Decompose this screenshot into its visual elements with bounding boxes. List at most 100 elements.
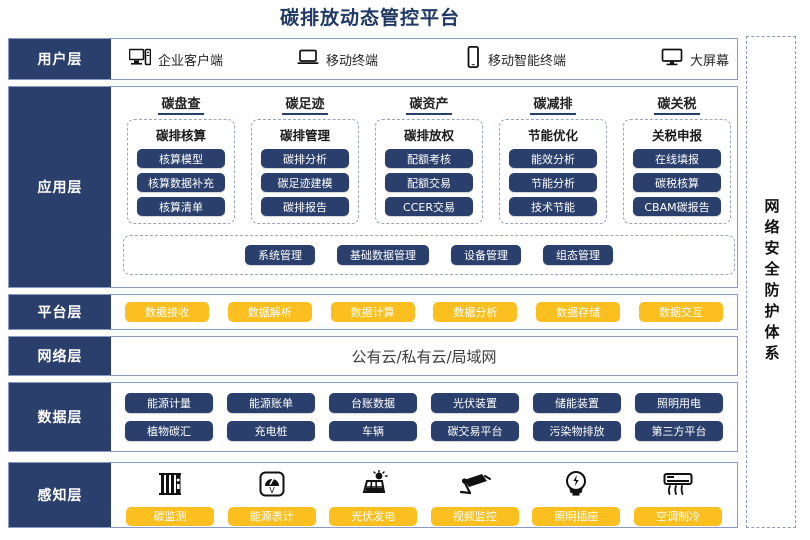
app-item-pill[interactable]: CBAM碳报告 bbox=[633, 197, 721, 216]
data-pill[interactable]: 能源计量 bbox=[125, 393, 213, 413]
app-group-box: 碳排核算 核算模型 核算数据补充 核算清单 bbox=[127, 119, 235, 224]
carbon-monitor-icon bbox=[155, 465, 185, 503]
layer-user-label: 用户层 bbox=[9, 39, 111, 79]
network-security-panel: 网络安全防护体系 bbox=[746, 36, 796, 528]
app-item-pill[interactable]: 技术节能 bbox=[509, 197, 597, 216]
app-group-subtitle: 关税申报 bbox=[651, 128, 702, 143]
app-item-pill[interactable]: 碳足迹建模 bbox=[261, 173, 349, 192]
app-group-title: 碳盘查 bbox=[158, 93, 204, 115]
platform-pill[interactable]: 数据存储 bbox=[536, 302, 621, 322]
network-text: 公有云/私有云/局域网 bbox=[351, 347, 497, 366]
user-item-mobile-terminal[interactable]: 移动终端 bbox=[297, 48, 465, 70]
platform-pill[interactable]: 数据计算 bbox=[330, 302, 415, 322]
data-pill[interactable]: 充电桩 bbox=[227, 421, 315, 441]
sense-label-pill[interactable]: 碳监测 bbox=[126, 506, 214, 526]
data-pill[interactable]: 储能装置 bbox=[533, 393, 621, 413]
sense-item-air-conditioning[interactable]: 空调制冷 bbox=[633, 465, 723, 526]
page-title: 碳排放动态管控平台 bbox=[279, 7, 460, 29]
platform-pill[interactable]: 数据接收 bbox=[125, 302, 209, 322]
app-group-box: 节能优化 能效分析 节能分析 技术节能 bbox=[499, 119, 607, 224]
desktop-tower-icon bbox=[128, 48, 152, 70]
app-item-pill[interactable]: 在线填报 bbox=[633, 149, 721, 168]
layer-application-body: 碳盘查 碳排核算 核算模型 核算数据补充 核算清单 碳足迹 碳排管理 碳排分析 … bbox=[111, 87, 737, 287]
network-security-label: 网络安全防护体系 bbox=[762, 198, 781, 366]
application-groups: 碳盘查 碳排核算 核算模型 核算数据补充 核算清单 碳足迹 碳排管理 碳排分析 … bbox=[119, 93, 739, 224]
layer-application: 应用层 碳盘查 碳排核算 核算模型 核算数据补充 核算清单 碳足迹 碳排管理 bbox=[8, 86, 738, 288]
layer-platform-label: 平台层 bbox=[9, 295, 111, 329]
management-pill[interactable]: 设备管理 bbox=[451, 245, 521, 265]
data-pill[interactable]: 污染物排放 bbox=[533, 421, 621, 441]
layer-application-label: 应用层 bbox=[9, 87, 111, 287]
app-group-carbon-footprint: 碳足迹 碳排管理 碳排分析 碳足迹建模 碳排报告 bbox=[243, 93, 367, 224]
air-conditioner-icon bbox=[661, 465, 695, 503]
app-group-box: 碳排管理 碳排分析 碳足迹建模 碳排报告 bbox=[251, 119, 359, 224]
layer-user-body: 企业客户端 移动终端 bbox=[111, 39, 801, 79]
platform-pill[interactable]: 数据分析 bbox=[433, 302, 518, 322]
app-item-pill[interactable]: 碳税核算 bbox=[633, 173, 721, 192]
user-item-enterprise-client[interactable]: 企业客户端 bbox=[128, 48, 297, 70]
app-item-pill[interactable]: CCER交易 bbox=[385, 197, 473, 216]
app-item-pill[interactable]: 碳排报告 bbox=[261, 197, 349, 216]
app-group-subtitle: 节能优化 bbox=[527, 128, 578, 143]
solar-panel-icon bbox=[357, 465, 389, 503]
sense-label-pill[interactable]: 能源表计 bbox=[227, 506, 316, 526]
sense-item-lighting-socket[interactable]: 照明插座 bbox=[531, 465, 621, 526]
layer-data: 数据层 能源计量 能源账单 台账数据 光伏装置 储能装置 照明用电 植物碳汇 充… bbox=[8, 382, 738, 452]
data-row: 能源计量 能源账单 台账数据 光伏装置 储能装置 照明用电 bbox=[125, 393, 723, 413]
sense-label-pill[interactable]: 光伏发电 bbox=[329, 506, 418, 526]
app-group-carbon-inventory: 碳盘查 碳排核算 核算模型 核算数据补充 核算清单 bbox=[119, 93, 243, 224]
platform-pill[interactable]: 数据解析 bbox=[227, 302, 312, 322]
layer-network-label: 网络层 bbox=[9, 337, 111, 375]
management-pill[interactable]: 基础数据管理 bbox=[337, 245, 429, 265]
smartphone-icon bbox=[465, 45, 481, 72]
sense-label-pill[interactable]: 照明插座 bbox=[532, 506, 621, 526]
sense-item-carbon-monitor[interactable]: 碳监测 bbox=[125, 465, 215, 526]
sense-item-energy-meter[interactable]: V 能源表计 bbox=[227, 465, 317, 526]
data-pill[interactable]: 照明用电 bbox=[635, 393, 723, 413]
app-group-subtitle: 碳排核算 bbox=[155, 128, 206, 143]
app-item-pill[interactable]: 能效分析 bbox=[509, 149, 597, 168]
platform-pill[interactable]: 数据交互 bbox=[638, 302, 723, 322]
user-item-smart-mobile-terminal[interactable]: 移动智能终端 bbox=[465, 45, 661, 72]
app-group-title: 碳资产 bbox=[406, 93, 452, 115]
svg-text:V: V bbox=[269, 486, 275, 495]
data-pill[interactable]: 植物碳汇 bbox=[125, 421, 213, 441]
user-item-big-screen[interactable]: 大屏幕 bbox=[661, 48, 801, 70]
user-item-label: 大屏幕 bbox=[690, 53, 730, 69]
app-group-carbon-tariff: 碳关税 关税申报 在线填报 碳税核算 CBAM碳报告 bbox=[615, 93, 739, 224]
data-pill[interactable]: 能源账单 bbox=[227, 393, 315, 413]
sense-item-solar-power[interactable]: 光伏发电 bbox=[328, 465, 418, 526]
management-pill[interactable]: 组态管理 bbox=[543, 245, 613, 265]
app-item-pill[interactable]: 节能分析 bbox=[509, 173, 597, 192]
app-item-pill[interactable]: 配额交易 bbox=[385, 173, 473, 192]
layer-sense: 感知层 bbox=[8, 462, 738, 528]
app-item-pill[interactable]: 核算清单 bbox=[137, 197, 225, 216]
app-group-carbon-reduction: 碳减排 节能优化 能效分析 节能分析 技术节能 bbox=[491, 93, 615, 224]
data-pill[interactable]: 碳交易平台 bbox=[431, 421, 519, 441]
layer-sense-label: 感知层 bbox=[9, 463, 111, 527]
data-pill[interactable]: 第三方平台 bbox=[635, 421, 723, 441]
app-item-pill[interactable]: 核算数据补充 bbox=[137, 173, 225, 192]
data-pill[interactable]: 光伏装置 bbox=[431, 393, 519, 413]
application-management-box: 系统管理 基础数据管理 设备管理 组态管理 bbox=[123, 235, 735, 275]
user-item-label: 企业客户端 bbox=[158, 53, 224, 69]
app-item-pill[interactable]: 配额考核 bbox=[385, 149, 473, 168]
app-item-pill[interactable]: 核算模型 bbox=[137, 149, 225, 168]
layer-platform: 平台层 数据接收 数据解析 数据计算 数据分析 数据存储 数据交互 bbox=[8, 294, 738, 330]
laptop-icon bbox=[297, 48, 319, 70]
sense-label-pill[interactable]: 视频监控 bbox=[430, 506, 519, 526]
data-pill[interactable]: 车辆 bbox=[329, 421, 417, 441]
data-pill[interactable]: 台账数据 bbox=[329, 393, 417, 413]
app-group-box: 碳排放权 配额考核 配额交易 CCER交易 bbox=[375, 119, 483, 224]
management-pill[interactable]: 系统管理 bbox=[245, 245, 315, 265]
sense-label-pill[interactable]: 空调制冷 bbox=[633, 506, 722, 526]
app-item-pill[interactable]: 碳排分析 bbox=[261, 149, 349, 168]
cctv-camera-icon bbox=[458, 465, 492, 503]
sense-item-video-surveillance[interactable]: 视频监控 bbox=[430, 465, 520, 526]
app-group-title: 碳减排 bbox=[530, 93, 576, 115]
app-group-title: 碳关税 bbox=[654, 93, 700, 115]
app-group-subtitle: 碳排管理 bbox=[279, 128, 330, 143]
layer-platform-body: 数据接收 数据解析 数据计算 数据分析 数据存储 数据交互 bbox=[111, 295, 737, 329]
app-group-title: 碳足迹 bbox=[282, 93, 328, 115]
